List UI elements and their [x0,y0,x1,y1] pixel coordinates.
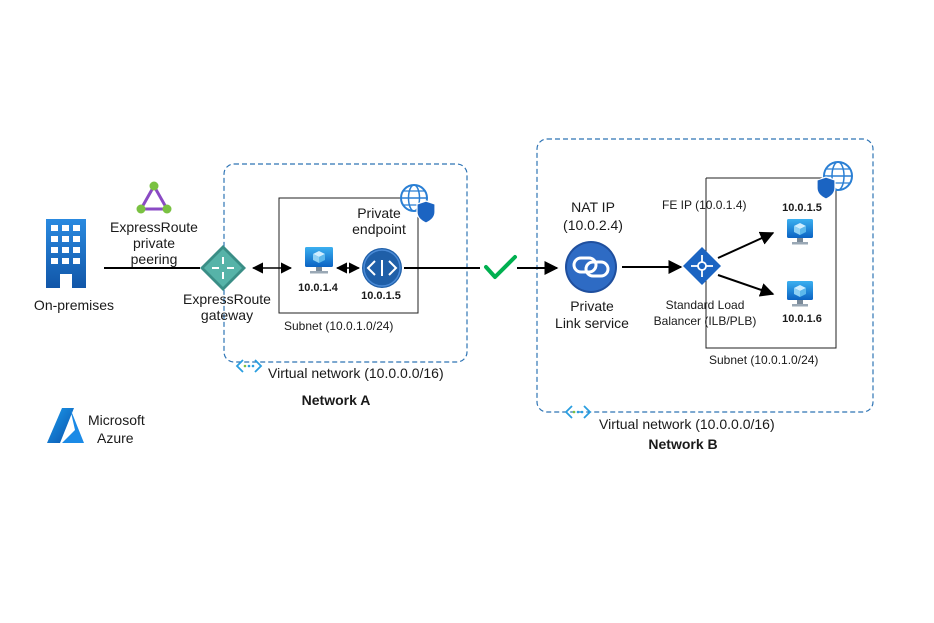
endpoint-title-line2: endpoint [352,221,406,237]
virtual-machine-icon [787,281,813,307]
network-a-title: Network A [301,392,371,408]
nat-ip-label-line2: (10.0.2.4) [563,217,623,233]
endpoint-title-line1: Private [357,205,401,221]
expressroute-peering-icon [136,181,172,214]
private-endpoint-icon [362,248,402,288]
vm1-ip-label: 10.0.1.5 [782,202,822,214]
subnet-a-boundary [278,197,419,314]
brand-line2: Azure [97,430,134,446]
endpoint-ip-label: 10.0.1.5 [361,290,401,302]
lb-to-vm2-arrow [717,274,775,297]
subnet-a-label: Subnet (10.0.1.0/24) [284,319,394,333]
onprem-label: On-premises [33,297,115,313]
peering-label-line3: peering [130,251,178,267]
globe-shield-icon [816,161,853,200]
nat-ip-label-line1: NAT IP [571,199,615,215]
expressroute-gateway-icon [200,245,246,291]
vnet-icon [235,359,263,373]
vnet-icon [564,405,592,419]
lb-label-line2: Balancer (ILB/PLB) [653,314,757,328]
building-icon [46,219,86,288]
peering-label-line2: private [132,235,176,251]
vnet-b-label: Virtual network (10.0.0.0/16) [599,416,775,432]
checkmark-icon [484,255,517,279]
virtual-machine-icon [787,219,813,245]
vm-ip-label: 10.0.1.4 [298,282,338,294]
subnet-b-label: Subnet (10.0.1.0/24) [709,353,819,367]
subnet-b-boundary [705,177,837,349]
brand-line1: Microsoft [88,412,145,428]
fe-ip-label: FE IP (10.0.1.4) [662,198,747,212]
vnet-b-boundary [536,138,874,413]
gateway-label-line2: gateway [200,307,254,323]
private-link-service-icon [565,241,617,293]
vm2-ip-label: 10.0.1.6 [782,313,822,325]
peering-label-line1: ExpressRoute [110,219,198,235]
vnet-a-label: Virtual network (10.0.0.0/16) [268,365,444,381]
load-balancer-icon [683,247,721,285]
network-b-title: Network B [648,436,718,452]
globe-shield-icon [400,184,436,224]
lb-label-line1: Standard Load [665,298,745,312]
virtual-machine-icon [305,247,333,274]
azure-logo-icon [47,408,84,443]
pls-label-line1: Private [570,298,614,314]
gateway-label-line1: ExpressRoute [183,291,271,307]
lb-to-vm1-arrow [717,231,775,259]
pls-label-line2: Link service [555,315,629,331]
